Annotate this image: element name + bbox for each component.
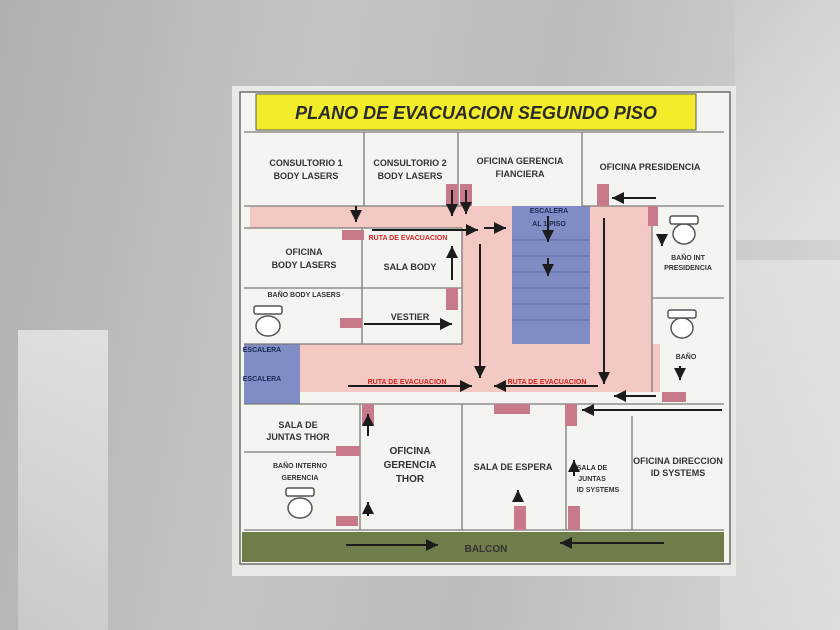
- room-label-bano-interno-gerencia-sub: GERENCIA: [282, 475, 319, 482]
- room-label-vestier: VESTIER: [391, 312, 430, 322]
- glass-reflection: [18, 330, 108, 630]
- room-label-bano-int-presidencia-sub: PRESIDENCIA: [664, 265, 712, 272]
- evacuation-arrows: [346, 190, 722, 551]
- room-label-oficina-gerencia-thor-l2: GERENCIA: [384, 460, 437, 471]
- room-label-escalera-left-1: ESCALERA: [243, 347, 282, 354]
- room-label-consultorio-2-sub: BODY LASERS: [378, 171, 443, 181]
- room-label-sala-juntas-id: SALA DE: [577, 465, 608, 472]
- room-label-oficina-body-sub: BODY LASERS: [272, 260, 337, 270]
- room-label-escalera-sub: AL 1 PISO: [532, 221, 566, 228]
- room-label-presidencia: OFICINA PRESIDENCIA: [600, 162, 701, 172]
- toilet-icon: [667, 309, 697, 339]
- balcony-band: [242, 532, 724, 562]
- room-label-oficina-direccion-sub: ID SYSTEMS: [651, 468, 706, 478]
- room-label-escalera-left-2: ESCALERA: [243, 376, 282, 383]
- toilet-icon: [669, 215, 699, 245]
- glass-reflection: [720, 260, 840, 630]
- room-label-bano-int-presidencia: BAÑO INT: [671, 253, 706, 262]
- left-staircase: [244, 344, 300, 404]
- room-label-gerencia-financiera: OFICINA GERENCIA: [477, 156, 564, 166]
- room-label-gerencia-financiera-sub: FIANCIERA: [496, 169, 545, 179]
- toilet-icon: [285, 487, 315, 519]
- room-label-oficina-gerencia-thor: OFICINA: [389, 446, 430, 457]
- room-label-sala-juntas-id-l3: ID SYSTEMS: [577, 487, 620, 494]
- room-label-sala-juntas-thor-sub: JUNTAS THOR: [266, 432, 330, 442]
- room-label-consultorio-1-sub: BODY LASERS: [274, 171, 339, 181]
- room-label-sala-juntas-id-l2: JUNTAS: [578, 476, 606, 483]
- toilet-icon: [253, 305, 283, 337]
- room-label-oficina-body: OFICINA: [286, 247, 323, 257]
- room-label-bano-body: BAÑO BODY LASERS: [268, 290, 341, 299]
- room-label-sala-juntas-thor: SALA DE: [278, 420, 317, 430]
- walls: [244, 131, 724, 531]
- balcony-label: BALCON: [465, 544, 508, 555]
- room-label-sala-espera: SALA DE ESPERA: [474, 462, 553, 472]
- room-label-oficina-gerencia-thor-l3: THOR: [396, 474, 425, 485]
- room-label-consultorio-1: CONSULTORIO 1: [269, 158, 342, 168]
- room-label-oficina-direccion: OFICINA DIRECCION: [633, 456, 723, 466]
- route-label-top: RUTA DE EVACUACION: [369, 235, 448, 242]
- room-label-bano-interno-gerencia: BAÑO INTERNO: [273, 461, 328, 470]
- sign-title: PLANO DE EVACUACION SEGUNDO PISO: [295, 103, 657, 123]
- room-label-bano: BAÑO: [676, 352, 697, 361]
- glass-reflection: [735, 0, 840, 240]
- route-label-bottom-left: RUTA DE EVACUACION: [368, 379, 447, 386]
- room-label-consultorio-2: CONSULTORIO 2: [373, 158, 446, 168]
- title-band: [255, 93, 697, 131]
- room-label-sala-body: SALA BODY: [384, 262, 437, 272]
- route-label-bottom-right: RUTA DE EVACUACION: [508, 379, 587, 386]
- room-label-escalera: ESCALERA: [530, 208, 569, 215]
